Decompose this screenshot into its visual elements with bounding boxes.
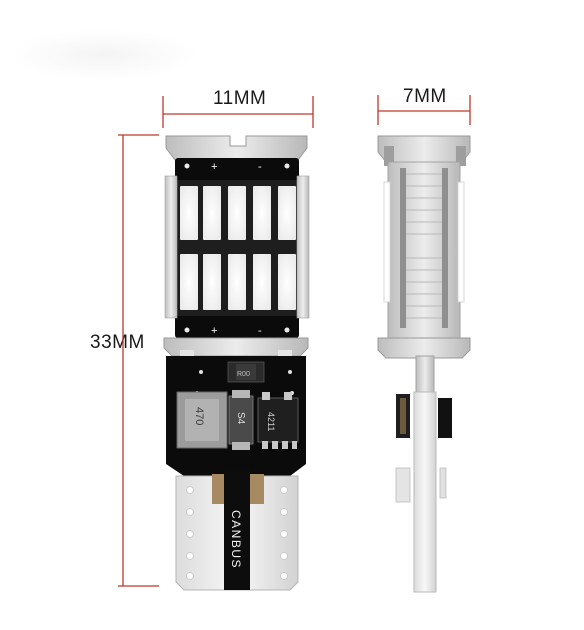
height-dimension-line bbox=[118, 134, 159, 587]
bulb-side-view bbox=[377, 135, 471, 593]
chip-right-label: 4211 bbox=[266, 412, 276, 431]
chip-mid-label: S4 bbox=[235, 412, 246, 425]
watermark-blur bbox=[8, 30, 198, 80]
width-dimension-line bbox=[162, 96, 314, 128]
led-chip-row-top bbox=[180, 186, 296, 240]
pcb-minus-top: - bbox=[258, 161, 262, 173]
pcb-plus-bottom: + bbox=[211, 325, 217, 337]
canbus-strip bbox=[224, 470, 250, 590]
height-dimension-label: 33MM bbox=[90, 332, 145, 353]
pcb-plus-top: + bbox=[211, 161, 217, 173]
diode-s4 bbox=[228, 395, 254, 445]
bulb-front-view: + - + - R00 470 bbox=[163, 135, 310, 591]
side-wedge-base bbox=[413, 391, 437, 593]
ic-4211 bbox=[257, 397, 299, 443]
pcb-minus-bottom: - bbox=[258, 325, 262, 337]
chip-left-label: 470 bbox=[193, 407, 205, 425]
chip-small-label: R00 bbox=[237, 371, 250, 378]
depth-dimension-label: 7MM bbox=[403, 86, 447, 107]
led-chip-row-bottom bbox=[180, 254, 296, 310]
width-dimension-label: 11MM bbox=[213, 88, 267, 109]
canbus-label: CANBUS bbox=[229, 510, 243, 569]
depth-dimension-line bbox=[377, 95, 471, 125]
